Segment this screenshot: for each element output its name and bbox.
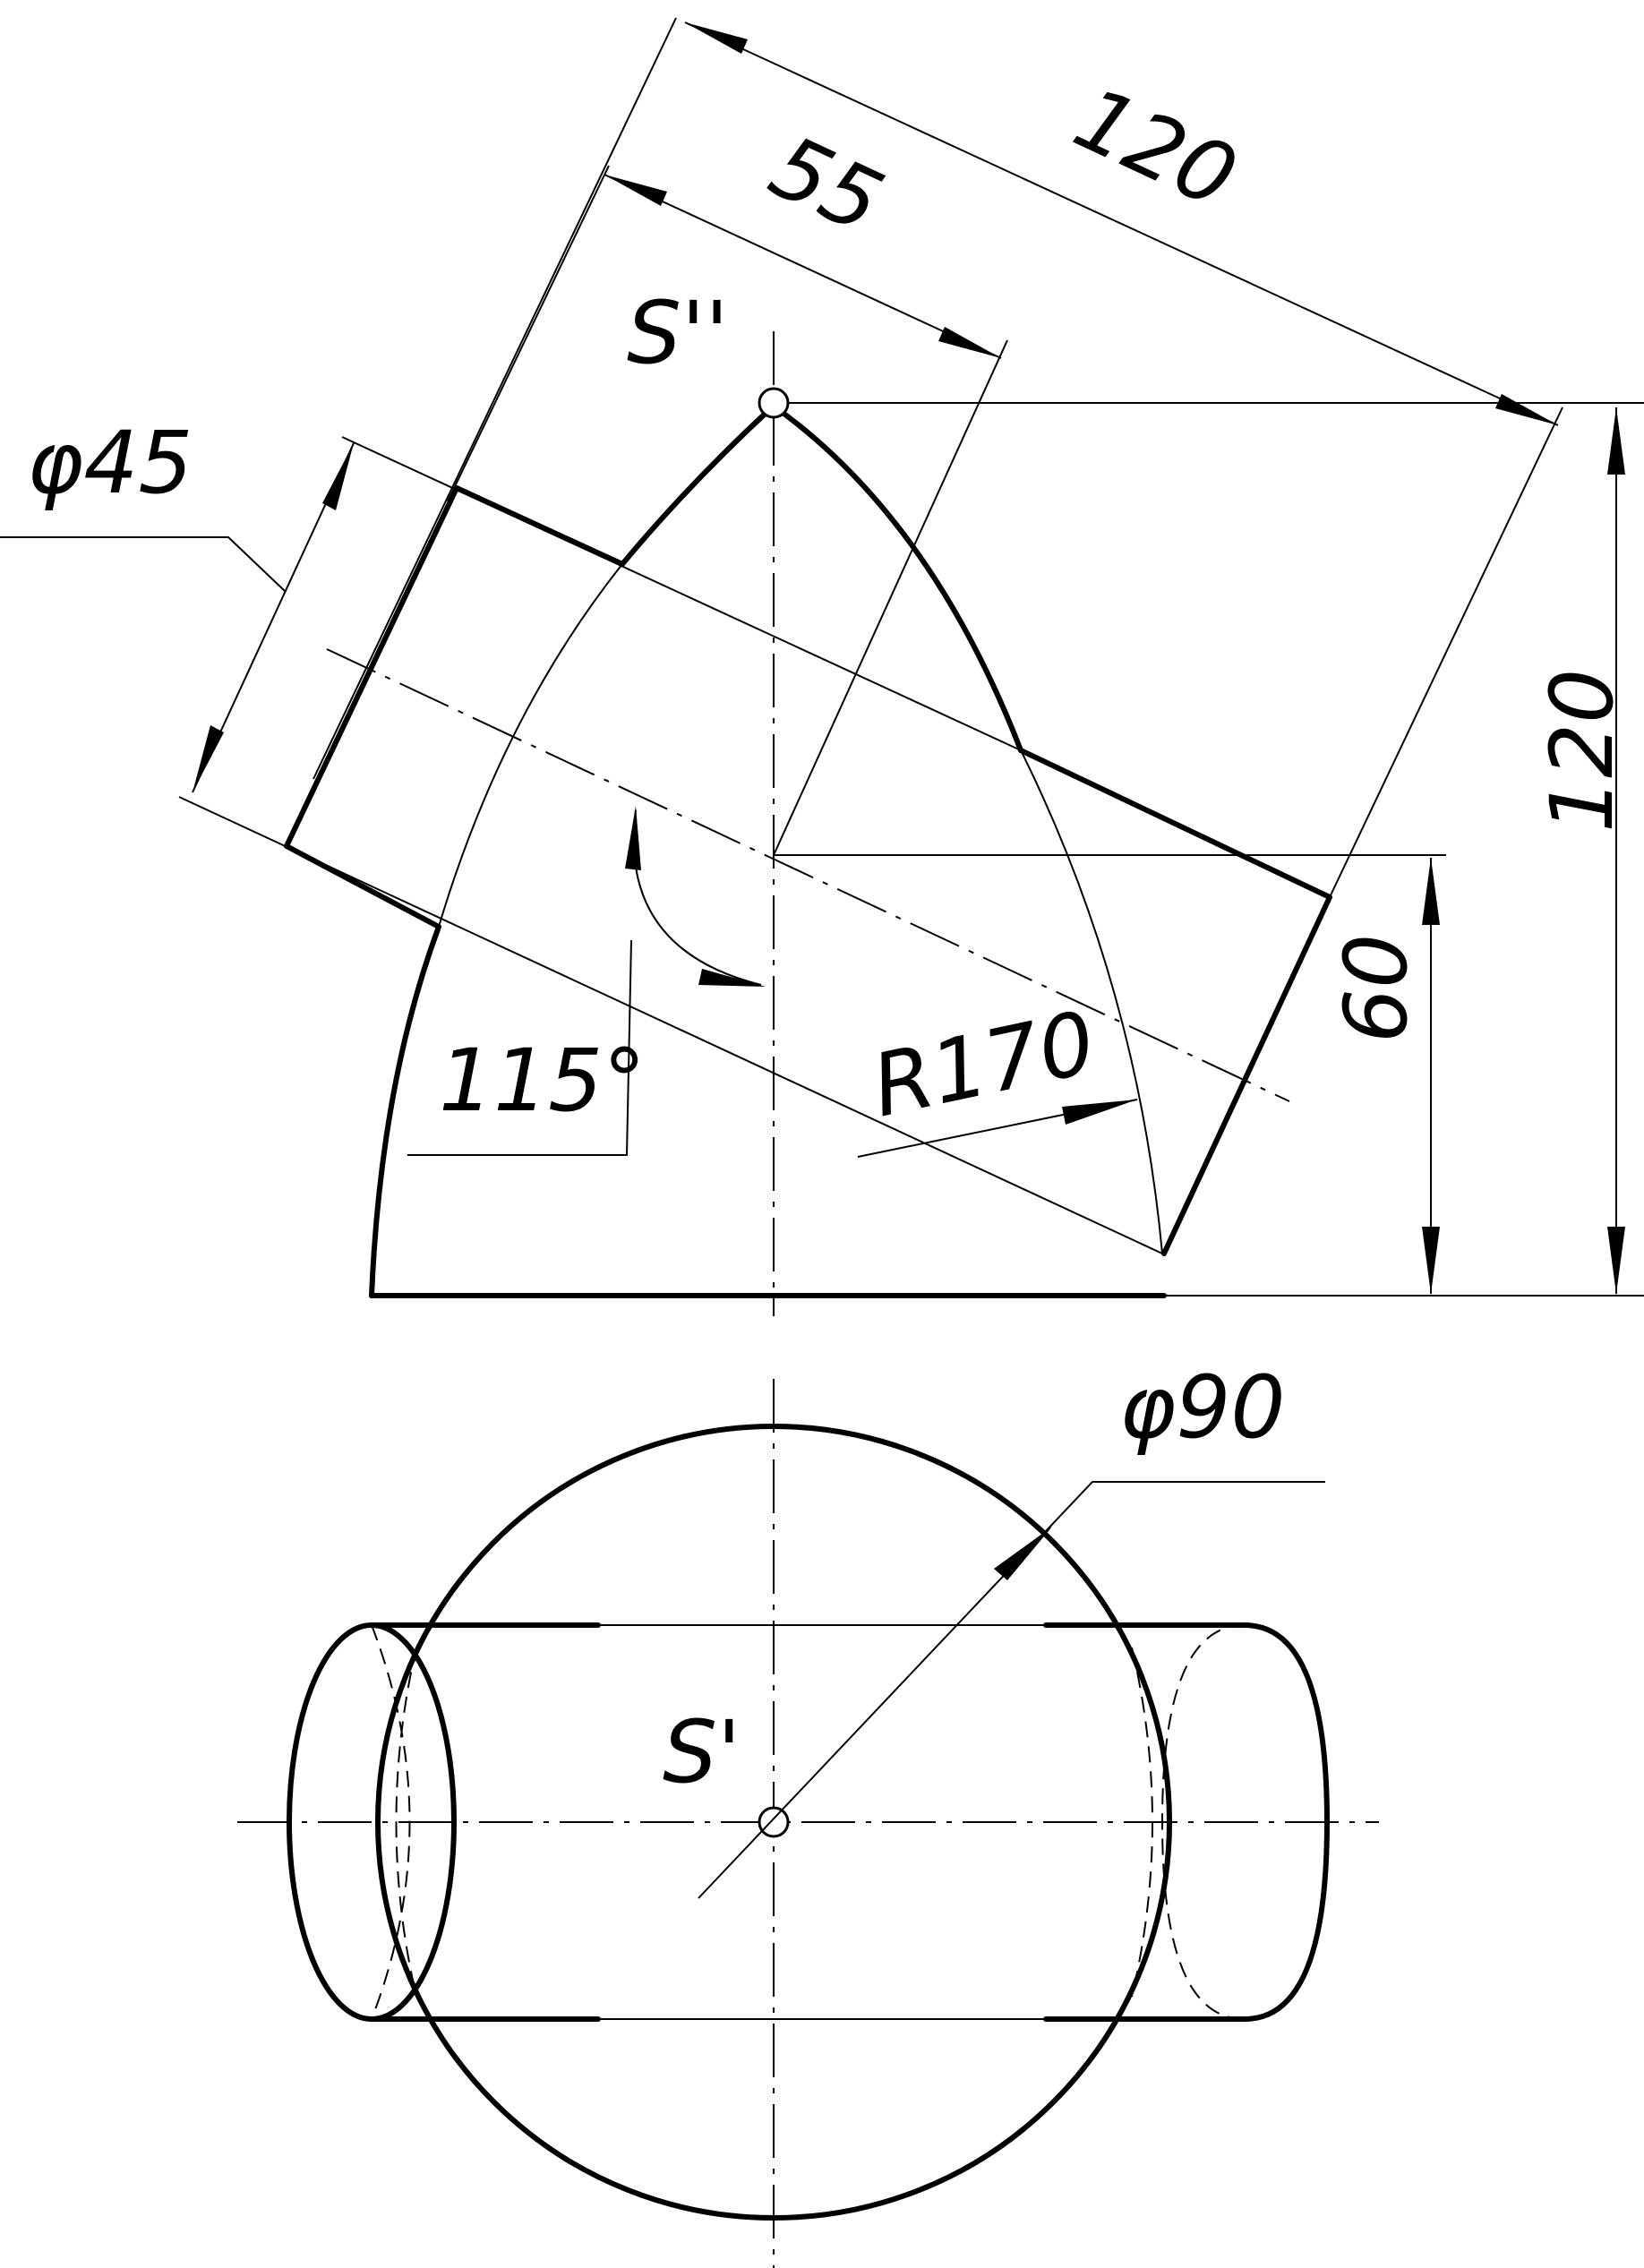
- dim-55-arrow-a: [604, 175, 667, 206]
- label-dim-phi45: φ45: [27, 413, 193, 513]
- dim-phi45-leader: [0, 536, 286, 592]
- label-dim-120-vertical: 120: [1532, 669, 1632, 833]
- dim-120-slant-arrow-b: [1495, 394, 1558, 425]
- dim-120-slant-arrow-a: [685, 22, 748, 54]
- dim-60-arrow-b: [1422, 1227, 1440, 1294]
- label-dim-60: 60: [1326, 934, 1426, 1043]
- top-view: S' φ90: [237, 1357, 1379, 2268]
- cylinder-top-generator: [341, 436, 1022, 751]
- cone-right-arc-lower: [1020, 749, 1163, 1254]
- dim-60-arrow-a: [1422, 858, 1440, 925]
- ext-line-1: [313, 17, 677, 780]
- dim-120-slant-line: [684, 21, 1559, 426]
- cone-circle-hidden-right: [1131, 1647, 1153, 1998]
- ext-line-3: [773, 339, 1008, 856]
- angle-115-leader: [407, 939, 632, 1156]
- cylinder-left-hidden: [371, 1624, 411, 2020]
- angle-115-arrow-a: [625, 806, 641, 870]
- cylinder-right-hidden: [1160, 1624, 1246, 2020]
- angle-115-arc: [632, 809, 762, 986]
- dim-r170-arrow: [1062, 1100, 1137, 1125]
- ext-line-2: [447, 165, 610, 502]
- apex-point-top: [758, 1806, 790, 1838]
- angle-115-arrow-b: [698, 969, 766, 987]
- cylinder-bottom-generator: [178, 796, 1163, 1254]
- dim-120-vertical-arrow-b: [1607, 1227, 1625, 1294]
- dim-55-line: [604, 174, 1002, 359]
- dim-phi45-arrow-a: [322, 443, 354, 510]
- dim-phi90-arrow: [994, 1527, 1052, 1580]
- label-dim-55: 55: [756, 116, 897, 253]
- apex-point-front: [758, 387, 790, 419]
- cylinder-outline: [284, 485, 625, 929]
- cone-circle-hidden-left: [395, 1647, 417, 1998]
- dim-120-vertical-arrow-a: [1607, 407, 1625, 475]
- dim-phi45-arrow-b: [193, 725, 224, 792]
- dim-phi90-leader: [698, 1481, 1325, 1899]
- cone-left-arc-hidden: [438, 563, 623, 928]
- label-dim-115: 115°: [439, 1031, 646, 1131]
- cone-right-arc-upper: [773, 405, 1023, 753]
- dim-55-arrow-b: [938, 327, 1001, 358]
- front-view: S'' φ45 55 120 120 60 115° R170: [0, 17, 1644, 1316]
- cylinder-right-end: [1242, 1622, 1330, 2022]
- label-apex-front: S'': [627, 283, 729, 383]
- cone-base-circle: [375, 1424, 1172, 2221]
- ext-line-4: [1329, 407, 1563, 898]
- cone-left-arc-upper: [620, 405, 775, 567]
- label-apex-top: S': [663, 1702, 741, 1802]
- label-dim-phi90: φ90: [1119, 1357, 1285, 1458]
- cone-left-arc-lower: [369, 924, 441, 1298]
- cylinder-axis: [326, 648, 1290, 1102]
- label-dim-120-slant: 120: [1060, 68, 1251, 228]
